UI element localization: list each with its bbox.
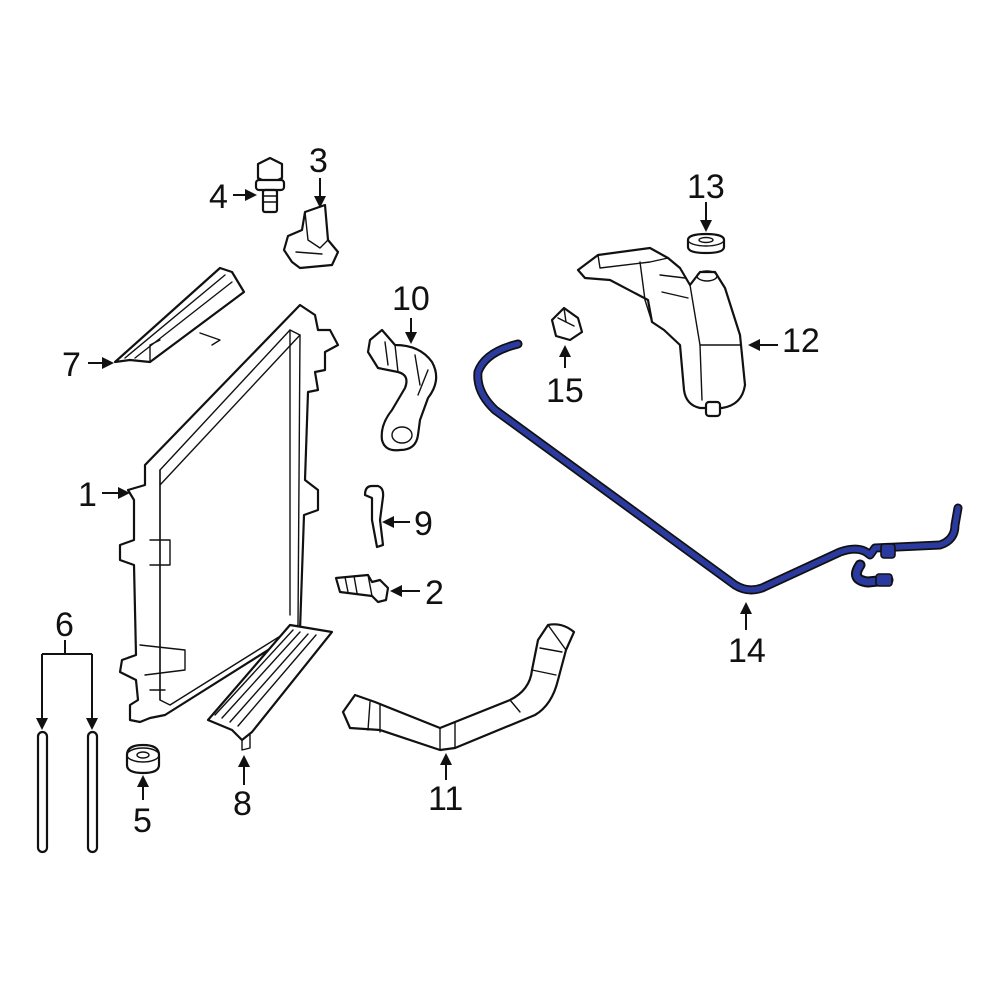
isolator-part[interactable] <box>125 743 161 775</box>
callout-12: 12 <box>782 322 820 360</box>
radiator-part[interactable] <box>118 303 340 724</box>
hose-clip-part[interactable] <box>363 484 385 549</box>
coolant-reservoir-part[interactable] <box>576 246 747 418</box>
lower-air-deflector-part[interactable] <box>206 623 334 751</box>
callout-5: 5 <box>133 802 152 840</box>
hose-clamp-part[interactable] <box>550 306 584 342</box>
callout-9: 9 <box>414 505 433 543</box>
callout-11: 11 <box>428 780 463 818</box>
callout-6: 6 <box>55 606 74 644</box>
callout-3: 3 <box>309 142 328 180</box>
callout-15: 15 <box>546 372 584 410</box>
bolt-part[interactable] <box>254 156 286 214</box>
callout-14: 14 <box>728 632 766 670</box>
drain-plug-part[interactable] <box>334 573 390 604</box>
overflow-hose-part[interactable] <box>473 339 963 595</box>
callout-10: 10 <box>392 280 430 318</box>
callout-labels: 1 2 3 4 5 6 7 8 9 10 11 12 13 14 15 <box>55 142 820 840</box>
callout-13: 13 <box>687 168 725 206</box>
seal-strips-part[interactable] <box>36 730 99 854</box>
callout-4: 4 <box>209 178 228 216</box>
upper-air-deflector-part[interactable] <box>113 266 246 364</box>
reservoir-cap-gasket-part[interactable] <box>686 232 726 255</box>
callout-2: 2 <box>425 574 444 612</box>
upper-radiator-hose-part[interactable] <box>366 328 438 452</box>
callout-7: 7 <box>62 346 81 384</box>
leader-lines <box>36 178 778 800</box>
callout-8: 8 <box>233 785 252 823</box>
callout-1: 1 <box>78 476 97 514</box>
lower-radiator-hose-part[interactable] <box>341 623 576 752</box>
bracket-part[interactable] <box>282 203 340 270</box>
